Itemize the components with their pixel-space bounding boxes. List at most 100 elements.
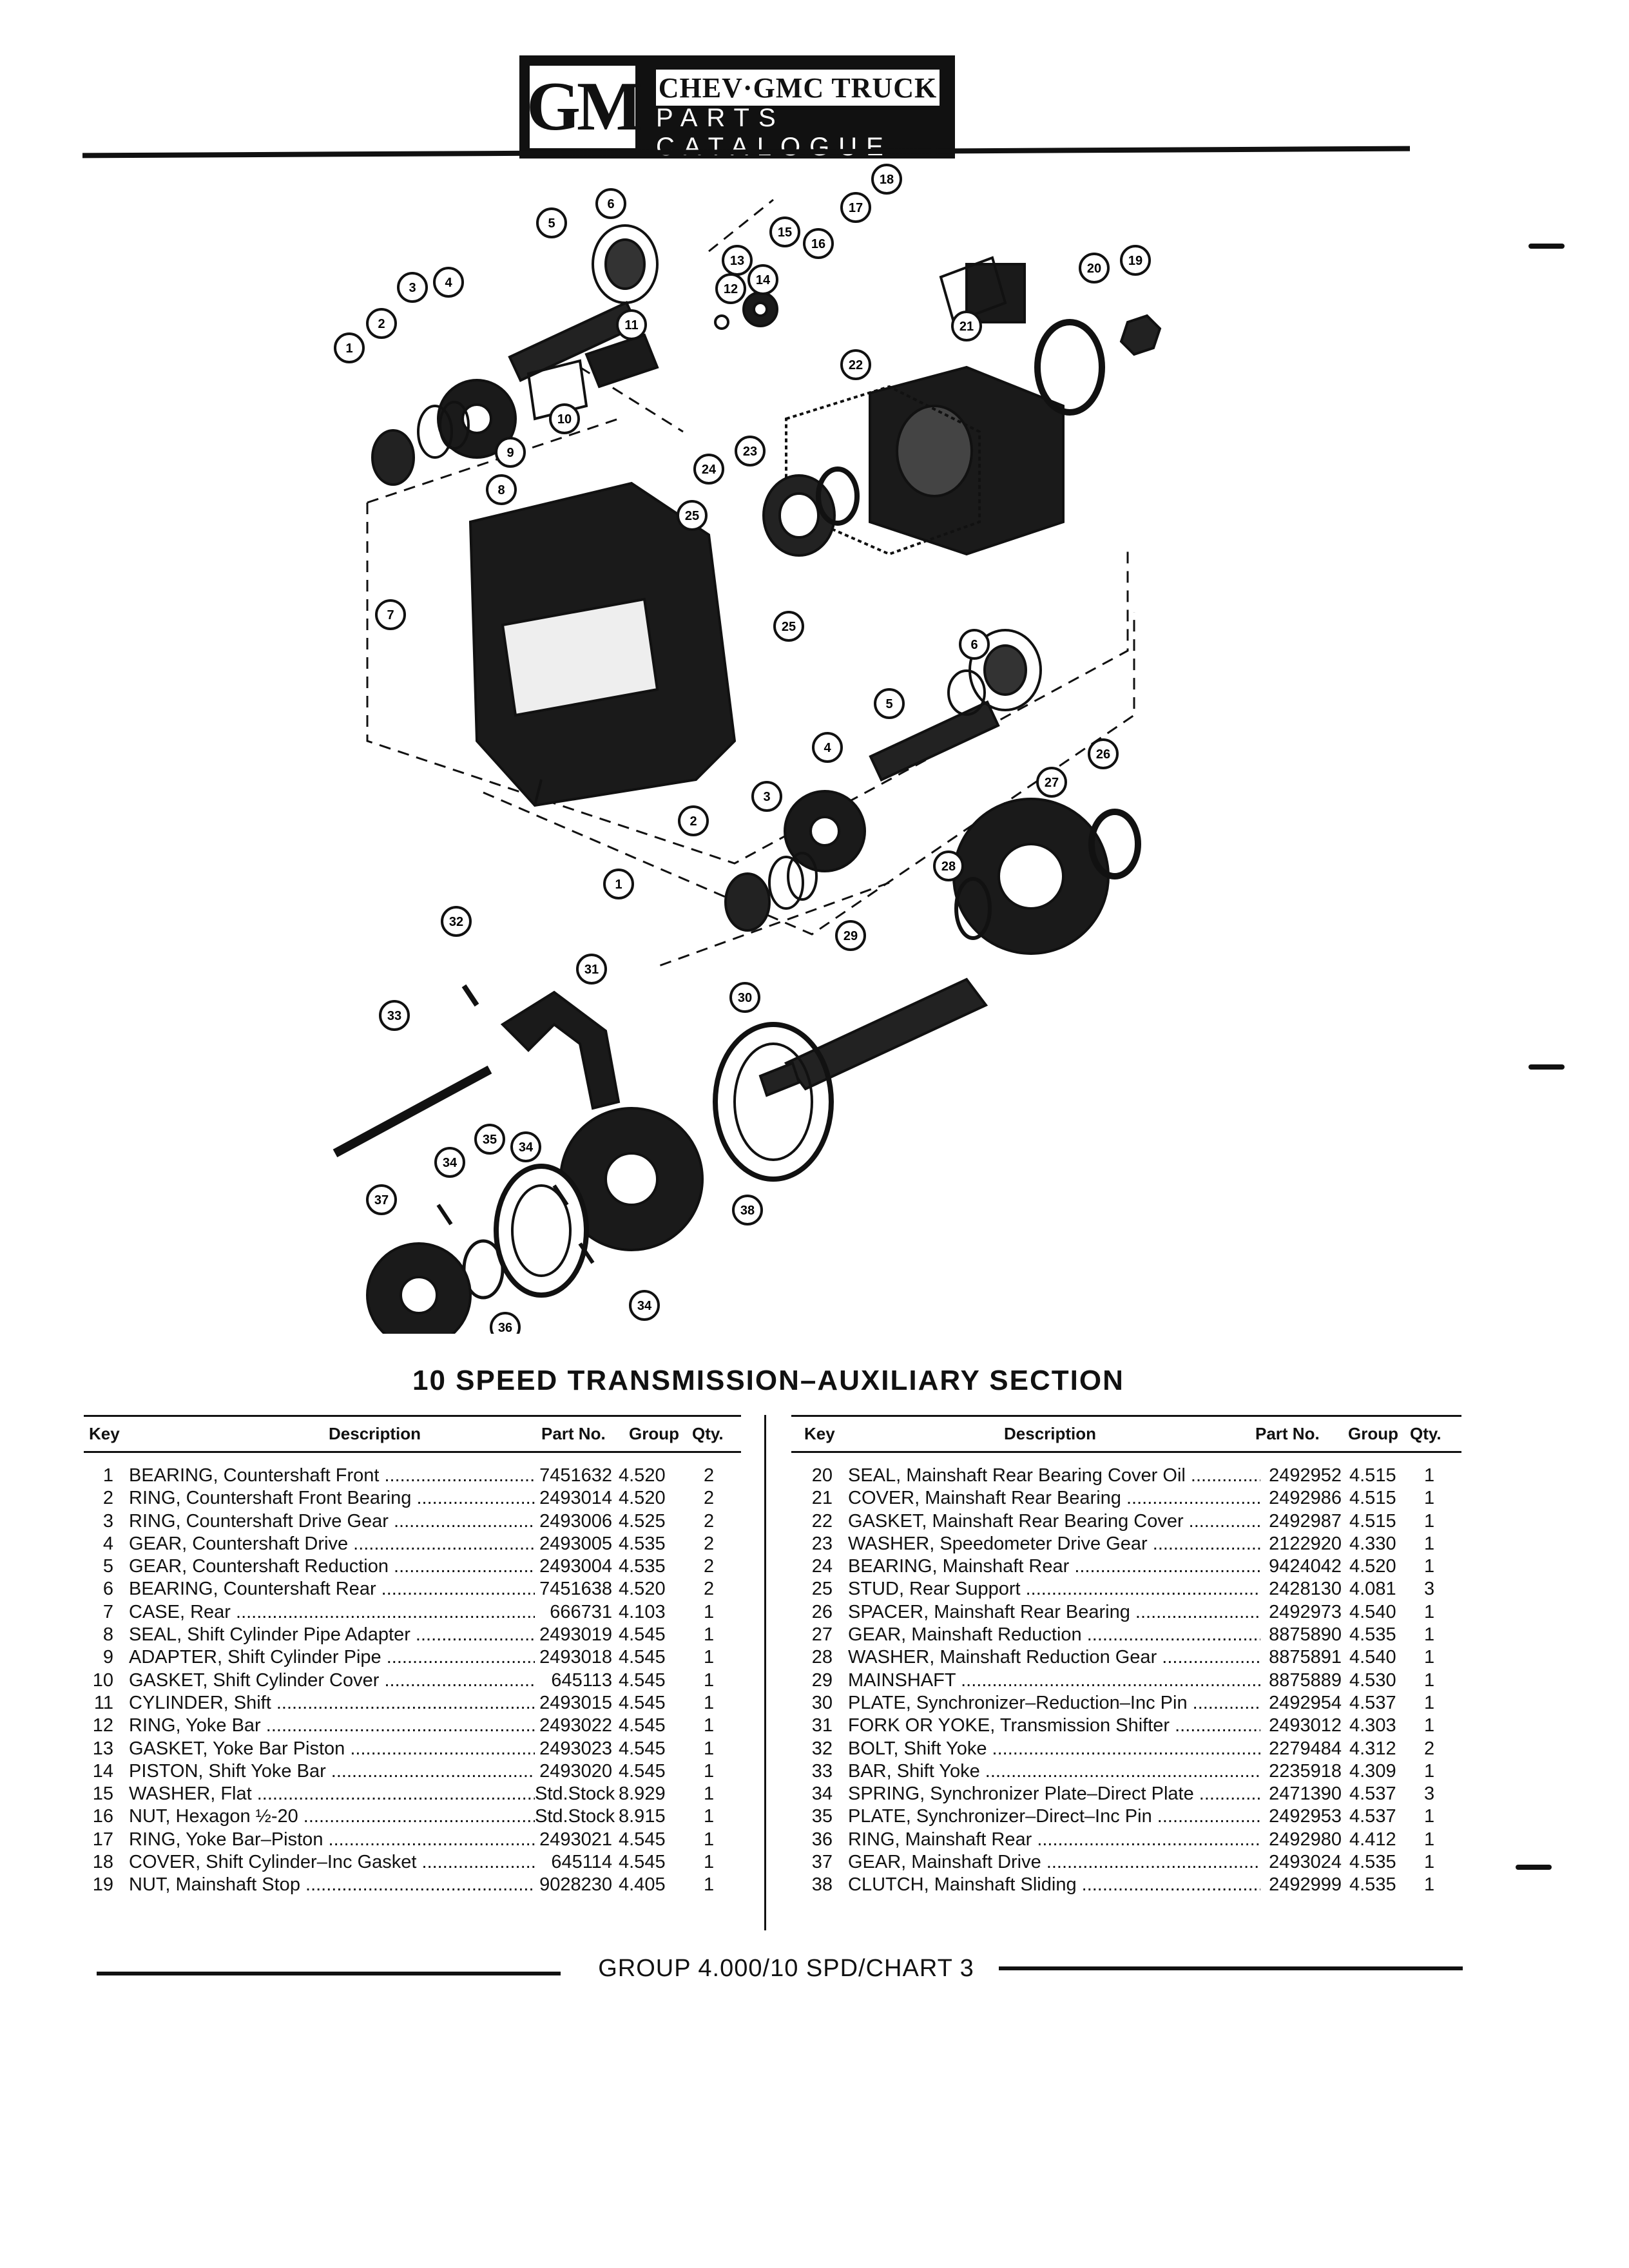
callout: 21 [951,311,982,341]
key-cell: 36 [811,1829,833,1850]
group-cell: 8.915 [619,1805,677,1829]
description-cell: CYLINDER, Shift [129,1692,535,1715]
key-cell: 8 [102,1624,113,1646]
key-cell: 26 [811,1601,833,1622]
group-cell: 4.312 [1349,1737,1407,1760]
svg-text:15: 15 [778,226,792,240]
group-cell: 4.515 [1349,1465,1407,1487]
callout: 23 [735,436,766,466]
callout: 10 [549,403,580,434]
group-cell: 4.309 [1349,1760,1407,1783]
qty-cell: 1 [704,1646,723,1669]
callout: 20 [1079,253,1110,284]
svg-text:25: 25 [782,620,796,634]
svg-text:30: 30 [738,991,752,1005]
qty-cell: 1 [704,1600,723,1624]
header-key: Key [89,1424,120,1443]
svg-text:36: 36 [498,1321,512,1334]
callout: 19 [1120,245,1151,276]
table-header: Key Description Part No. Group Qty. [84,1415,741,1453]
description-cell: GEAR, Mainshaft Drive [848,1851,1260,1874]
svg-text:23: 23 [743,445,757,459]
part-number-cell: 2492987 [1262,1510,1342,1533]
qty-cell: 1 [704,1737,723,1760]
callout: 29 [835,920,866,951]
key-cell: 29 [811,1669,833,1691]
qty-cell: 1 [704,1874,723,1897]
key-cell: 4 [102,1533,113,1554]
qty-cell: 1 [1424,1715,1443,1738]
header-part-no: Part No. [541,1424,606,1443]
qty-cell: 1 [1424,1669,1443,1692]
svg-text:34: 34 [443,1156,458,1170]
qty-cell: 2 [704,1487,723,1510]
svg-text:17: 17 [849,201,863,215]
group-cell: 4.405 [619,1874,677,1897]
qty-cell: 1 [1424,1555,1443,1579]
svg-text:5: 5 [548,216,555,231]
group-cell: 4.535 [1349,1624,1407,1647]
part-number-cell: 645113 [535,1669,612,1692]
key-cell: 34 [811,1783,833,1805]
key-cell: 6 [102,1579,113,1600]
part-number-cell: 666731 [535,1600,612,1624]
part-number-cell: 2493012 [1262,1715,1342,1738]
callout: 1 [334,332,365,363]
callout: 17 [840,192,871,223]
qty-cell: 2 [1424,1737,1443,1760]
description-cell: COVER, Shift Cylinder–Inc Gasket [129,1851,535,1874]
group-cell: 4.515 [1349,1510,1407,1533]
qty-cell: 1 [704,1783,723,1806]
part-number-cell: 2493020 [535,1760,612,1783]
qty-cell: 1 [704,1691,723,1715]
key-cell: 28 [811,1647,833,1668]
key-cell: 27 [811,1624,833,1646]
callout: 38 [732,1195,763,1225]
group-cell: 4.525 [619,1510,677,1533]
callout: 14 [747,264,778,295]
description-cell: PLATE, Synchronizer–Reduction–Inc Pin [848,1692,1260,1715]
callout: 6 [959,629,990,660]
part-number-cell: Std.Stock [535,1805,615,1829]
catalogue-label: PARTS CATALOGUE [656,104,892,161]
svg-text:12: 12 [724,282,738,296]
part-number-cell: 8875891 [1262,1646,1342,1669]
description-cell: GEAR, Countershaft Drive [129,1533,535,1555]
svg-text:16: 16 [811,237,825,251]
part-number-cell: 2492973 [1262,1600,1342,1624]
part-number-cell: 2493005 [535,1532,612,1555]
description-cell: GEAR, Countershaft Reduction [129,1555,535,1578]
key-cell: 1 [102,1465,113,1486]
qty-cell: 1 [1424,1465,1443,1487]
description-cell: SEAL, Mainshaft Rear Bearing Cover Oil [848,1465,1260,1487]
description-cell: FORK OR YOKE, Transmission Shifter [848,1715,1260,1737]
description-cell: RING, Yoke Bar [129,1715,535,1737]
callout: 24 [693,454,724,485]
description-cell: GASKET, Mainshaft Rear Bearing Cover [848,1510,1260,1533]
callout: 32 [441,906,472,937]
qty-cell: 1 [1424,1874,1443,1897]
callout: 34 [434,1147,465,1178]
callout: 5 [874,688,905,719]
key-cell: 7 [102,1601,113,1622]
description-cell: NUT, Hexagon ½-20 [129,1805,535,1828]
svg-text:33: 33 [387,1009,401,1023]
callout: 35 [474,1124,505,1155]
qty-cell: 2 [704,1555,723,1579]
svg-text:6: 6 [970,638,978,652]
